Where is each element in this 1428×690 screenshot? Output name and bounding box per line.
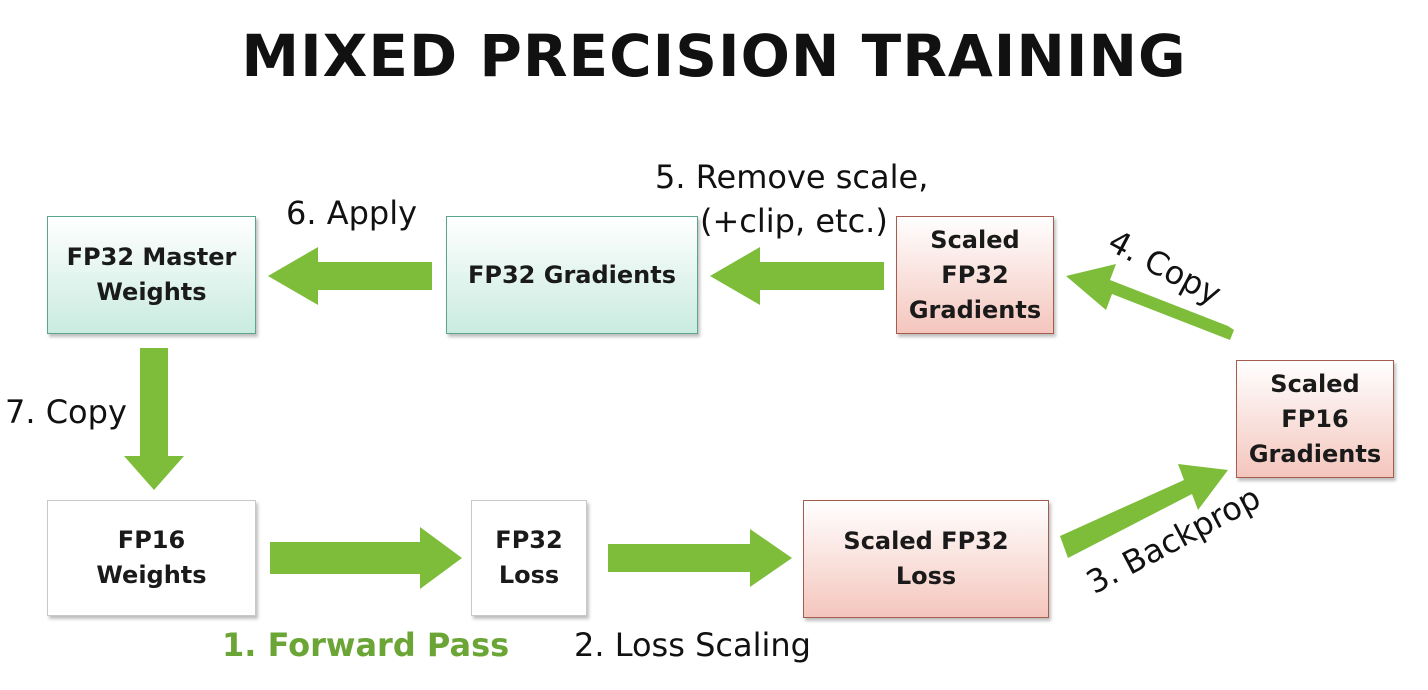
page-title: MIXED PRECISION TRAINING [241, 22, 1187, 90]
fp16-weights-box: FP16 Weights [47, 500, 256, 616]
scaled-fp32-gradients-box: Scaled FP32 Gradients [896, 216, 1054, 334]
arrow-forward-pass [270, 527, 462, 589]
step-remove-scale-line2: (+clip, etc.) [700, 202, 888, 240]
scaled-fp16-gradients-box: Scaled FP16 Gradients [1236, 360, 1394, 478]
step-apply-label: 6. Apply [286, 194, 418, 232]
step-copy-7-label: 7. Copy [5, 393, 127, 431]
arrow-copy-7 [124, 348, 184, 490]
scaled-fp32-loss-box: Scaled FP32 Loss [803, 500, 1049, 618]
arrow-remove-scale [710, 247, 884, 305]
arrow-copy-4 [1066, 264, 1234, 340]
fp32-master-weights-box: FP32 Master Weights [47, 216, 256, 334]
arrow-loss-scaling [608, 529, 792, 587]
arrow-apply [268, 247, 432, 305]
fp32-loss-box: FP32 Loss [471, 500, 587, 616]
step-loss-scaling-label: 2. Loss Scaling [574, 626, 811, 664]
arrow-backprop [1060, 464, 1228, 558]
fp32-gradients-box: FP32 Gradients [446, 216, 698, 334]
step-forward-pass-label: 1. Forward Pass [222, 626, 510, 664]
step-remove-scale-line1: 5. Remove scale, [655, 158, 929, 196]
